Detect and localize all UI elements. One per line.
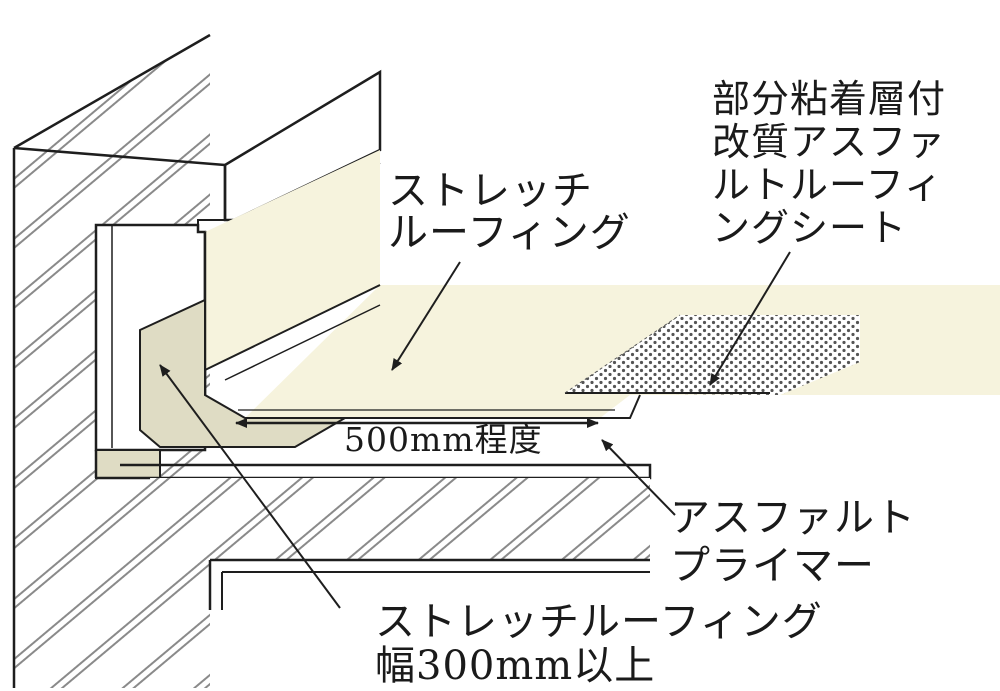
label-dimension: 500mm程度: [344, 420, 543, 459]
label-stretch-roofing: ストレッチ ルーフィング: [388, 168, 631, 256]
label-asphalt-primer: アスファルト プライマー: [670, 495, 916, 589]
partial-adhesion-sheet: [564, 314, 860, 395]
label-partial-adhesion-sheet: 部分粘着層付 改質アスファ ルトルーフィ ングシート: [712, 77, 947, 250]
roof-slab: [94, 449, 652, 610]
leader-arrows: [159, 251, 791, 609]
corner-reinforcement-strip: [139, 298, 349, 448]
label-stretch-roofing-strip: ストレッチルーフィング 幅300mm以上: [375, 599, 823, 689]
